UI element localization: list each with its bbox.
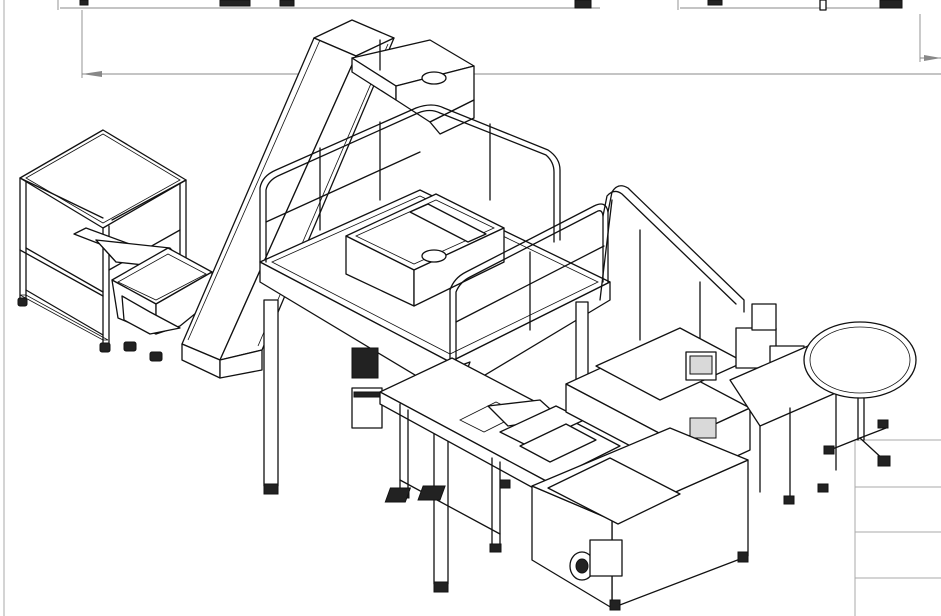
service-platform <box>259 104 745 593</box>
dimension-lines <box>57 0 941 78</box>
tray-conveyor <box>379 357 621 553</box>
rotary-table <box>803 321 917 467</box>
drawing-frame <box>3 0 941 616</box>
feeder-hopper <box>111 247 213 335</box>
tray-sealer <box>384 327 751 611</box>
